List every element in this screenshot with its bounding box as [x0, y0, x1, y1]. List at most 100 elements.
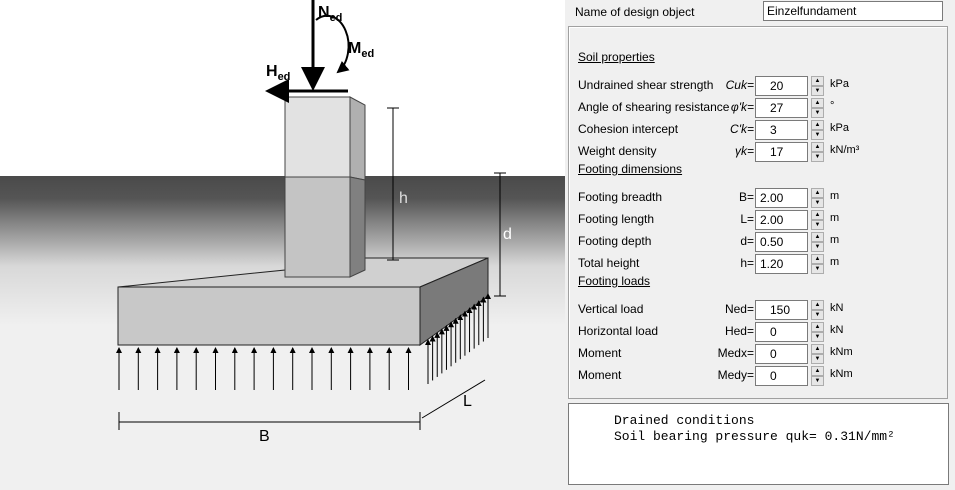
- spinner[interactable]: ▲▼: [811, 232, 824, 252]
- spin-down-icon[interactable]: ▼: [811, 376, 824, 386]
- param-input[interactable]: 150: [755, 300, 808, 320]
- spin-up-icon[interactable]: ▲: [811, 188, 824, 198]
- spinner[interactable]: ▲▼: [811, 344, 824, 364]
- param-label: Weight density: [578, 144, 657, 158]
- spinner[interactable]: ▲▼: [811, 142, 824, 162]
- svg-text:L: L: [463, 393, 472, 410]
- spin-down-icon[interactable]: ▼: [811, 332, 824, 342]
- spin-down-icon[interactable]: ▼: [811, 130, 824, 140]
- param-input[interactable]: 2.00: [755, 188, 808, 208]
- param-label: Horizontal load: [578, 324, 659, 338]
- spin-up-icon[interactable]: ▲: [811, 142, 824, 152]
- svg-text:d: d: [503, 226, 512, 243]
- param-unit: kN/m³: [830, 144, 860, 156]
- param-input[interactable]: 17: [755, 142, 808, 162]
- param-input[interactable]: 0: [755, 344, 808, 364]
- spin-down-icon[interactable]: ▼: [811, 354, 824, 364]
- spin-down-icon[interactable]: ▼: [811, 220, 824, 230]
- param-label: Moment: [578, 368, 622, 382]
- param-unit: kPa: [830, 78, 849, 90]
- param-label: Cohesion intercept: [578, 122, 679, 136]
- param-unit: kPa: [830, 122, 849, 134]
- param-symbol: L=: [740, 212, 754, 226]
- spin-up-icon[interactable]: ▲: [811, 322, 824, 332]
- column: [284, 96, 366, 278]
- param-label: Vertical load: [578, 302, 644, 316]
- param-label: Footing depth: [578, 234, 652, 248]
- footing-diagram: Ned Med Hed h d B L: [0, 0, 565, 445]
- param-symbol: Medx=: [717, 346, 754, 360]
- spin-down-icon[interactable]: ▼: [811, 152, 824, 162]
- spinner[interactable]: ▲▼: [811, 322, 824, 342]
- name-input[interactable]: Einzelfundament: [763, 1, 943, 21]
- param-input[interactable]: 0: [755, 366, 808, 386]
- param-input[interactable]: 3: [755, 120, 808, 140]
- spin-down-icon[interactable]: ▼: [811, 86, 824, 96]
- param-symbol: Hed=: [724, 324, 754, 338]
- spinner[interactable]: ▲▼: [811, 210, 824, 230]
- result-line: Drained conditions: [614, 413, 755, 428]
- param-label: Angle of shearing resistance: [578, 100, 730, 114]
- spinner[interactable]: ▲▼: [811, 366, 824, 386]
- svg-text:Ned: Ned: [318, 4, 342, 24]
- param-input[interactable]: 0.50: [755, 232, 808, 252]
- param-input[interactable]: 1.20: [755, 254, 808, 274]
- result-line: Soil bearing pressure quk= 0.31N/mm²: [614, 429, 895, 444]
- spin-up-icon[interactable]: ▲: [811, 254, 824, 264]
- dimension-lines: [118, 107, 506, 430]
- param-input[interactable]: 27: [755, 98, 808, 118]
- spinner[interactable]: ▲▼: [811, 254, 824, 274]
- param-unit: kN: [830, 324, 844, 336]
- section-title: Footing dimensions: [578, 162, 683, 176]
- param-unit: m: [830, 256, 840, 268]
- spin-down-icon[interactable]: ▼: [811, 264, 824, 274]
- svg-text:Hed: Hed: [266, 63, 290, 83]
- param-unit: m: [830, 190, 840, 202]
- section-title: Footing loads: [578, 274, 651, 288]
- spinner[interactable]: ▲▼: [811, 98, 824, 118]
- spinner[interactable]: ▲▼: [811, 300, 824, 320]
- param-symbol: Medy=: [717, 368, 754, 382]
- spin-up-icon[interactable]: ▲: [811, 366, 824, 376]
- spin-down-icon[interactable]: ▼: [811, 108, 824, 118]
- param-symbol: h=: [740, 256, 754, 270]
- spin-down-icon[interactable]: ▼: [811, 198, 824, 208]
- spin-down-icon[interactable]: ▼: [811, 310, 824, 320]
- spin-up-icon[interactable]: ▲: [811, 344, 824, 354]
- param-unit: kN: [830, 302, 844, 314]
- param-input[interactable]: 2.00: [755, 210, 808, 230]
- spin-up-icon[interactable]: ▲: [811, 76, 824, 86]
- param-label: Undrained shear strength: [578, 78, 714, 92]
- spin-down-icon[interactable]: ▼: [811, 242, 824, 252]
- param-input[interactable]: 0: [755, 322, 808, 342]
- param-symbol: γk=: [734, 144, 754, 158]
- param-unit: m: [830, 212, 840, 224]
- param-input[interactable]: 20: [755, 76, 808, 96]
- spinner[interactable]: ▲▼: [811, 188, 824, 208]
- spinner[interactable]: ▲▼: [811, 120, 824, 140]
- param-label: Moment: [578, 346, 622, 360]
- param-symbol: Ned=: [724, 302, 754, 316]
- param-unit: kNm: [830, 346, 853, 358]
- name-label: Name of design object: [575, 5, 695, 19]
- moment-arrow: [315, 14, 350, 74]
- svg-text:Med: Med: [348, 40, 374, 60]
- svg-text:h: h: [399, 190, 408, 207]
- param-label: Footing breadth: [578, 190, 663, 204]
- param-symbol: Cuk=: [725, 78, 754, 92]
- results-output: Drained conditions Soil bearing pressure…: [568, 403, 949, 485]
- spin-up-icon[interactable]: ▲: [811, 210, 824, 220]
- param-symbol: C'k=: [730, 122, 754, 136]
- param-symbol: φ'k=: [730, 100, 754, 114]
- spin-up-icon[interactable]: ▲: [811, 98, 824, 108]
- param-unit: kNm: [830, 368, 853, 380]
- param-symbol: B=: [738, 190, 754, 204]
- parameters-group: [568, 26, 948, 399]
- spin-up-icon[interactable]: ▲: [811, 232, 824, 242]
- param-label: Total height: [578, 256, 640, 270]
- param-unit: °: [830, 100, 835, 112]
- spin-up-icon[interactable]: ▲: [811, 120, 824, 130]
- spinner[interactable]: ▲▼: [811, 76, 824, 96]
- section-title: Soil properties: [578, 50, 655, 64]
- spin-up-icon[interactable]: ▲: [811, 300, 824, 310]
